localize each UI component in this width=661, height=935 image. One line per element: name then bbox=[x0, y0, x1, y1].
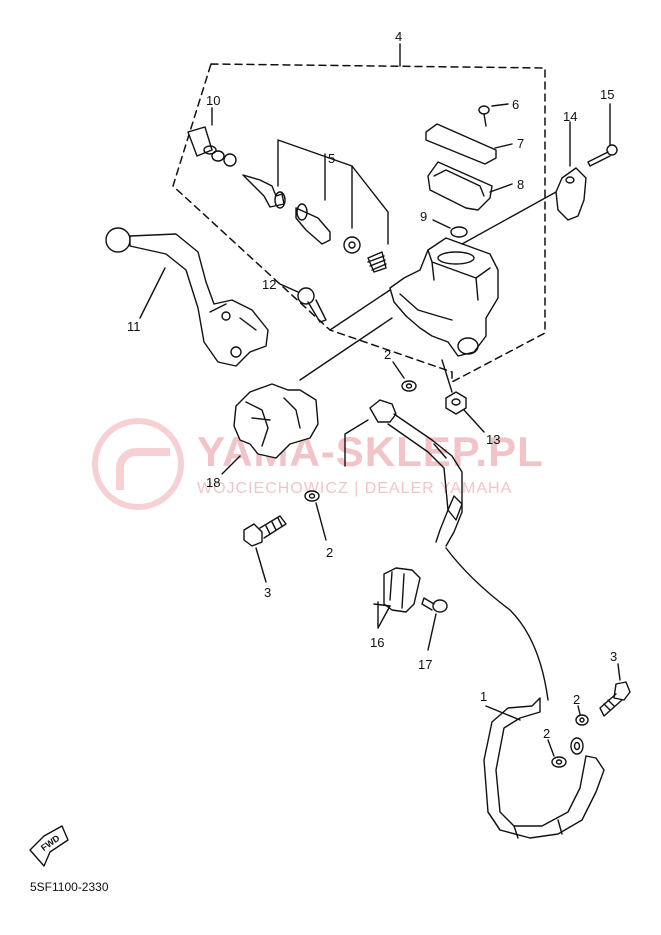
callout-5: 5 bbox=[328, 151, 336, 166]
mirror-bracket bbox=[555, 167, 587, 221]
callout-8: 8 bbox=[517, 177, 525, 192]
callout-15: 15 bbox=[600, 87, 615, 102]
clamp-bolt bbox=[421, 597, 448, 613]
watermark-logo bbox=[92, 418, 184, 510]
reservoir-cap bbox=[425, 123, 497, 165]
union-bolt-left bbox=[243, 515, 287, 547]
callout-2-middle: 2 bbox=[326, 545, 334, 560]
callout-9: 9 bbox=[420, 209, 428, 224]
bracket-bolt bbox=[587, 144, 618, 167]
callout-12: 12 bbox=[262, 277, 277, 292]
callout-17: 17 bbox=[418, 657, 433, 672]
callout-6: 6 bbox=[512, 97, 520, 112]
cap-screw bbox=[478, 105, 490, 127]
callout-18: 18 bbox=[206, 475, 221, 490]
banjo-nut bbox=[445, 391, 467, 415]
callout-2-lower: 2 bbox=[543, 726, 551, 741]
lever-clamp bbox=[233, 317, 393, 459]
callout-14: 14 bbox=[563, 109, 578, 124]
callout-3-left: 3 bbox=[264, 585, 272, 600]
washer-lower bbox=[551, 756, 567, 768]
washer-middle bbox=[304, 490, 320, 502]
assembly-boundary bbox=[172, 63, 546, 383]
pushrod bbox=[297, 287, 327, 323]
watermark-dealer: WOJCIECHOWICZ | DEALER YAMAHA bbox=[197, 480, 513, 497]
callout-3-right: 3 bbox=[610, 649, 618, 664]
diaphragm bbox=[427, 161, 493, 211]
master-cylinder-body bbox=[389, 237, 499, 357]
piston-kit bbox=[242, 174, 387, 273]
callout-13: 13 bbox=[486, 432, 501, 447]
fwd-arrow-icon bbox=[29, 825, 69, 867]
callout-7: 7 bbox=[517, 136, 525, 151]
bleed-cap bbox=[187, 126, 237, 167]
callout-10: 10 bbox=[206, 93, 221, 108]
callout-16: 16 bbox=[370, 635, 385, 650]
callout-4: 4 bbox=[395, 29, 403, 44]
clutch-lever bbox=[105, 227, 269, 367]
callout-11: 11 bbox=[127, 319, 141, 334]
clutch-hose bbox=[369, 399, 605, 839]
diagram-code: 5SF1100-2330 bbox=[30, 880, 109, 894]
callout-2-upper: 2 bbox=[384, 347, 392, 362]
union-bolt-right bbox=[599, 681, 631, 717]
washer-right bbox=[575, 714, 589, 726]
callout-2-right: 2 bbox=[573, 692, 581, 707]
washer-upper bbox=[401, 380, 417, 392]
hose-clamp bbox=[373, 567, 421, 613]
callout-1: 1 bbox=[480, 689, 488, 704]
float bbox=[450, 226, 468, 238]
